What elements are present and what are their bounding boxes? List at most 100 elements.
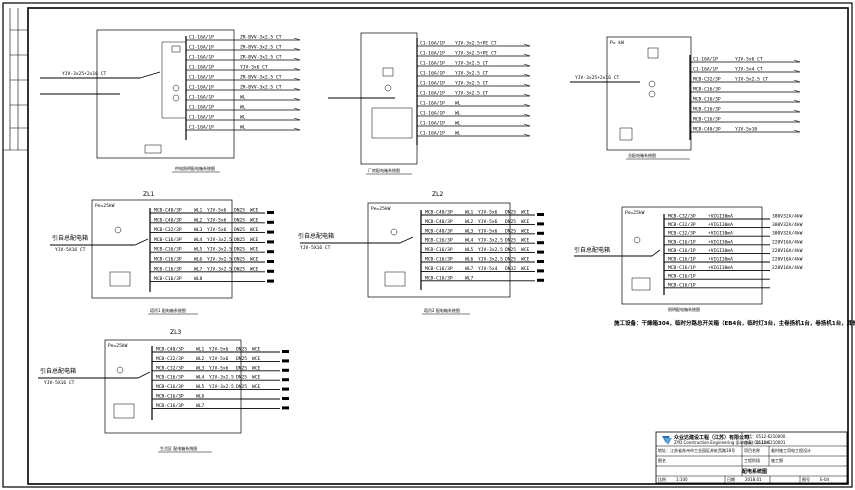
circuit-cable: YJV-5x6: [207, 208, 227, 214]
circuit-id: WL6: [194, 257, 203, 263]
circuit-id: WL7: [465, 275, 474, 281]
branch-breaker-label: C1-16A/1P: [189, 115, 214, 121]
circuit-method: WCE: [252, 365, 261, 371]
branch-breaker-label: MCB-C16/3P: [693, 87, 721, 93]
branch-breaker-label: C1-16A/1P: [189, 75, 214, 81]
circuit-method: WCE: [252, 347, 261, 353]
circuit-id: WL2: [194, 217, 203, 223]
circuit-method: WCE: [521, 266, 530, 272]
circuit-conduit: DN25: [234, 257, 245, 263]
company-fax: 传真：0512-6210001: [744, 439, 786, 445]
circuit-conduit: DN25: [234, 266, 245, 272]
circuit-terminal: [282, 406, 289, 410]
panel-zl2: ZL2 Pe=25kW 引自总配电箱 YJV-5X16 CT MCB-C40/3…: [298, 191, 544, 315]
branch-arrow: [293, 87, 301, 91]
drawing-label: 图名: [658, 457, 666, 463]
circuit-output: 380V32A/4kW: [772, 231, 803, 237]
circuit-id: WL1: [465, 210, 474, 216]
branch-breaker-label: C1-16A/1P: [420, 91, 445, 97]
circuit-breaker-label: MCB-C40/3P: [425, 228, 453, 234]
zl3-feed-label: 引自总配电箱: [40, 367, 76, 375]
circuit-breaker-label: MCB-C16/3P: [156, 384, 184, 390]
circuit-cable: YJV-5x6: [478, 228, 498, 234]
circuit-conduit: DN25: [234, 237, 245, 243]
date-label: 日期: [727, 476, 735, 482]
circuit-id: WL8: [194, 276, 203, 282]
circuit-terminal: [282, 397, 289, 400]
zl2-name: ZL2: [432, 191, 443, 198]
circuit-id: WL5: [465, 247, 474, 253]
circuit-breaker-label: MCB-C16/3P: [154, 266, 182, 272]
circuit-id: WL6: [465, 257, 474, 263]
circuit-id: WL4: [194, 237, 203, 243]
circuit-output: 220V16A/4kW: [772, 248, 803, 254]
branch-breaker-label: C1-16A/1P: [420, 61, 445, 67]
company-name-en: ZYD Construction Engineering (Jiangsu) C…: [674, 440, 769, 445]
circuit-id: WL2: [196, 356, 205, 362]
circuit-cable: YJV-3x2.5: [478, 247, 503, 253]
branch-breaker-label: C1-16A/1P: [189, 35, 214, 41]
branch-breaker-label: C1-16A/1P: [420, 121, 445, 127]
panel6-note: 施工设备：干燥箱304，临时分路总开关箱（EB4台，临时灯3台，主卷扬机1台，卷…: [614, 319, 855, 327]
branch-load-label: ZR-BVV-3x2.5 CT: [240, 55, 282, 61]
circuit-breaker-label: MCB-C32/3P: [668, 222, 696, 228]
branch-breaker-label: C1-16A/1P: [420, 41, 445, 47]
scale-label: 比例: [658, 476, 666, 482]
branch-arrow: [793, 59, 801, 63]
circuit-method: WCE: [252, 356, 261, 362]
panel-zl3: ZL3 Pe=25kW 引自总配电箱 YJV-5X16 CT MCB-C40/3…: [38, 329, 289, 453]
panel1-caption: 供电照明配电箱系统图: [175, 165, 215, 171]
circuit-conduit: DN25: [236, 365, 247, 371]
circuit-breaker-label: MCB-C40/3P: [156, 347, 184, 353]
branch-arrow: [523, 133, 531, 137]
branch-arrow: [793, 99, 801, 103]
circuit-conduit: DN25: [234, 217, 245, 223]
circuit-breaker-label: MCB-C32/3P: [156, 356, 184, 362]
circuit-method: WCE: [250, 237, 259, 243]
circuit-cable: YJV-3x2.5: [478, 238, 503, 244]
company-logo: [662, 436, 672, 445]
branch-load-label: YJV-3x2.5 CT: [455, 91, 488, 97]
zl2-header: Pe=25kW: [371, 206, 391, 212]
circuit-breaker-label: MCB-C16/1P: [668, 274, 696, 280]
circuit-breaker-label: MCB-C16/1P: [668, 265, 696, 271]
circuit-breaker-label: MCB-C16/1P: [668, 257, 696, 263]
branch-load-label: ZR-BVV-3x2.5 CT: [240, 75, 282, 81]
branch-arrow: [293, 107, 301, 111]
company-address: 地址：江苏省苏州市工业园区苏虹西路18号: [658, 447, 735, 453]
branch-arrow: [293, 47, 301, 51]
circuit-breaker-label: MCB-C16/3P: [425, 275, 453, 281]
circuit-id: WL6: [196, 394, 205, 400]
circuit-output: 220V16A/4kW: [772, 257, 803, 263]
circuit-method: WCE: [250, 227, 259, 233]
branch-arrow: [293, 77, 301, 81]
branch-arrow: [293, 117, 301, 121]
branch-breaker-label: C1-16A/1P: [189, 65, 214, 71]
circuit-breaker-label: MCB-C32/3P: [156, 365, 184, 371]
zl2-feed-cable: YJV-5X16 CT: [300, 245, 331, 251]
circuit-terminal: [267, 230, 274, 234]
circuit-id: WL4: [196, 375, 205, 381]
circuit-breaker-label: MCB-C16/3P: [154, 257, 182, 263]
zl3-caption: 生活区 配电箱系统图: [160, 445, 197, 451]
circuit-conduit: DN25: [236, 347, 247, 353]
circuit-breaker-label: MCB-C32/3P: [668, 214, 696, 220]
drawing-no: E-04: [820, 477, 830, 482]
circuit-id: WL2: [465, 219, 474, 225]
branch-load-label: YJV-3x2.5+PE CT: [455, 41, 497, 47]
branch-arrow: [523, 53, 531, 57]
circuit-cable: YJV-5x6: [207, 217, 227, 223]
circuit-output: 380V32A/4kW: [772, 214, 803, 220]
circuit-method: WCE: [252, 375, 261, 381]
circuit-conduit: DN32: [505, 266, 516, 272]
circuit-cable: YJV-3x2.5: [207, 237, 232, 243]
branch-arrow: [523, 113, 531, 117]
circuit-breaker-label: MCB-C16/3P: [425, 266, 453, 272]
panel3-header: P= kW: [610, 40, 624, 46]
circuit-cable: YJV-3x2.5: [209, 384, 234, 390]
zl1-caption: 塔吊1 配电箱系统图: [150, 307, 186, 313]
circuit-terminal: [537, 241, 544, 245]
branch-breaker-label: C1-16A/1P: [420, 111, 445, 117]
branch-breaker-label: MCB-C16/3P: [693, 117, 721, 123]
panel6-header: Pe=25kW: [625, 210, 645, 216]
